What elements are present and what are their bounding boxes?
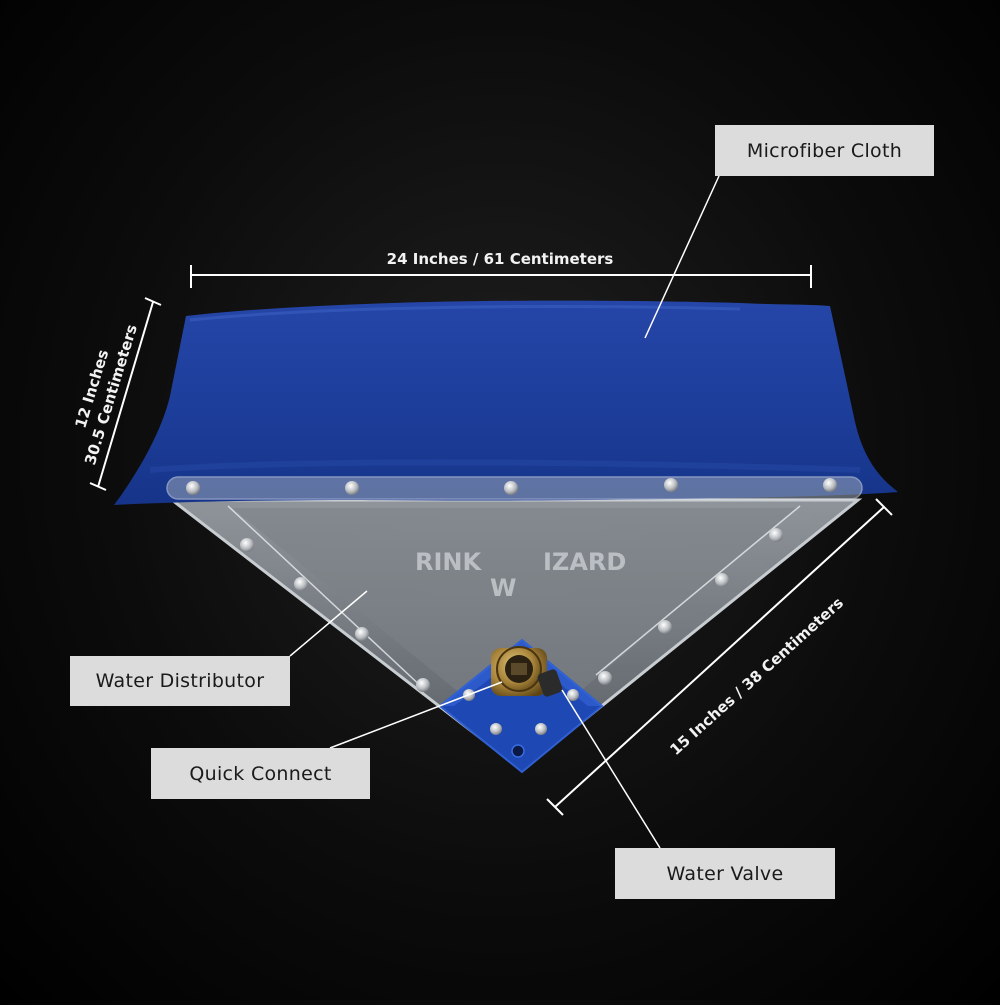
bolt-icon [186, 481, 200, 495]
callout-microfiber-cloth: Microfiber Cloth [715, 125, 934, 176]
bolt-icon [598, 671, 612, 685]
bolt-icon [490, 723, 502, 735]
callout-quick-connect: Quick Connect [151, 748, 370, 799]
dimension-depth-label: 12 Inches 30.5 Centimeters [62, 316, 141, 467]
bolt-icon [240, 538, 254, 552]
bolt-icon [715, 573, 729, 587]
bolt-icon [504, 481, 518, 495]
bolt-icon [658, 620, 672, 634]
bolt-icon [769, 528, 783, 542]
brand-right-text: IZARD [543, 548, 626, 576]
bolt-icon [355, 627, 369, 641]
bolt-icon [567, 689, 579, 701]
dimension-width-label: 24 Inches / 61 Centimeters [387, 250, 614, 268]
leader-water-valve [562, 690, 660, 848]
brand-left-text: RINK [415, 548, 482, 576]
callout-water-distributor: Water Distributor [70, 656, 290, 706]
bolt-icon [535, 723, 547, 735]
mount-hole-icon [512, 745, 524, 757]
microfiber-cloth [114, 301, 898, 505]
callout-water-valve: Water Valve [615, 848, 835, 899]
bolt-icon [345, 481, 359, 495]
bolt-icon [664, 478, 678, 492]
bolt-icon [294, 577, 308, 591]
bolt-icon [823, 478, 837, 492]
bolt-icon [416, 678, 430, 692]
dimension-width [191, 265, 811, 288]
brand-logo-mark: W [490, 574, 516, 602]
